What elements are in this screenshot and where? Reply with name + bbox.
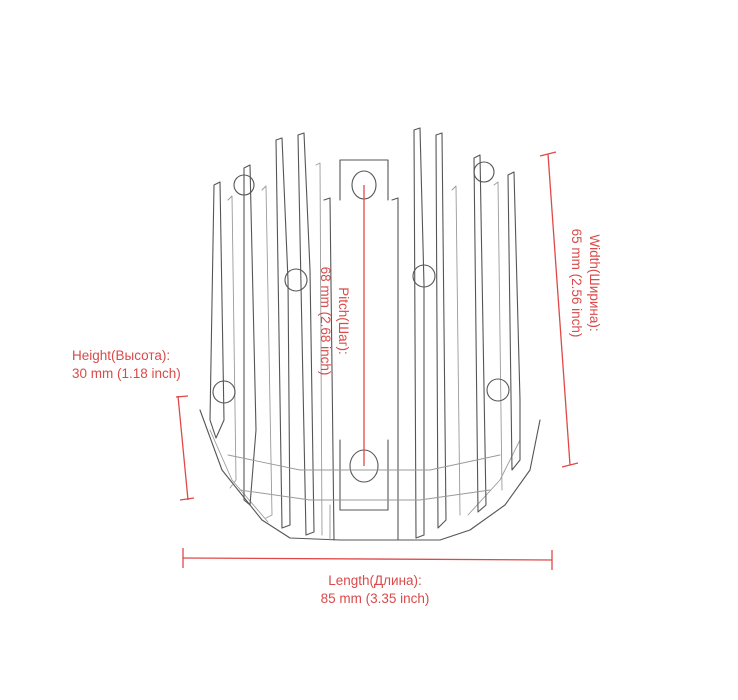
height-label-title: Height(Высота):	[72, 348, 171, 363]
width-label: Width(Ширина): 65 mm (2.56 inch)	[567, 218, 603, 348]
height-label: Height(Высота): 30 mm (1.18 inch)	[72, 347, 181, 383]
pitch-label-title: Pitch(Шаг):	[336, 287, 351, 355]
pitch-label: Pitch(Шаг): 68 mm (2.68 inch)	[316, 256, 352, 386]
width-label-title: Width(Ширина):	[587, 234, 602, 332]
length-dimension-line	[182, 557, 553, 561]
width-dimension-line	[547, 153, 571, 466]
heatsink-sketch-icon	[199, 127, 541, 541]
length-label-value: 85 mm (3.35 inch)	[320, 591, 430, 606]
pitch-label-value: 68 mm (2.68 inch)	[318, 266, 333, 376]
length-label-title: Length(Длина):	[328, 573, 422, 588]
height-label-value: 30 mm (1.18 inch)	[72, 366, 181, 381]
height-dimension-line	[177, 395, 189, 501]
dimension-lines	[175, 151, 579, 570]
width-label-value: 65 mm (2.56 inch)	[569, 228, 584, 338]
length-label: Length(Длина): 85 mm (3.35 inch)	[300, 572, 450, 608]
